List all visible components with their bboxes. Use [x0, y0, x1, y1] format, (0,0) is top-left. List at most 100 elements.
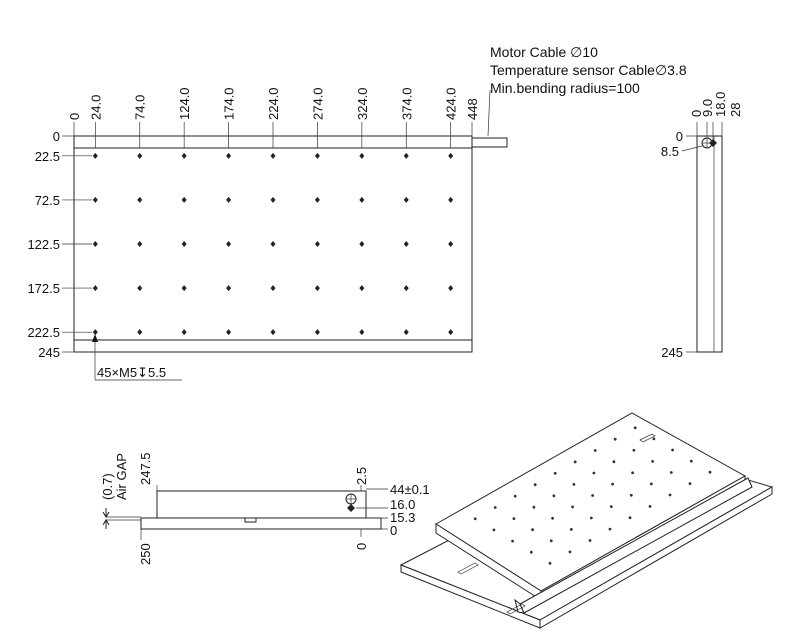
iso-hole-r2-c4 [591, 494, 594, 497]
side-x-dim-1: 9.0 [700, 99, 715, 117]
iso-hole-r1-c6 [612, 460, 616, 464]
mounting-hole-r2-c1 [137, 241, 143, 247]
mounting-hole-r0-c0 [92, 152, 98, 159]
side-x-dim-0: 0 [689, 110, 704, 117]
mounting-hole-r2-c0 [92, 241, 98, 247]
iso-hole-r2-c7 [651, 460, 654, 463]
iso-hole-r1-c3 [552, 494, 556, 498]
top-y-dim-label-6: 245 [38, 345, 60, 360]
front-right-dim-2: 15.3 [390, 510, 415, 525]
iso-hole-r4-c0 [548, 561, 552, 565]
mounting-hole-r1-c5 [314, 196, 320, 203]
mounting-hole-grid [92, 152, 454, 336]
front-view-magnet-track [140, 517, 382, 530]
top-x-dim-label-7: 324.0 [355, 87, 370, 120]
mounting-hole-r4-c1 [137, 329, 143, 336]
mounting-hole-r2-c6 [359, 241, 365, 247]
iso-hole-r1-c4 [572, 483, 576, 486]
iso-hole-r3-c6 [649, 482, 653, 486]
front-right-dim-1: 16.0 [390, 497, 415, 512]
front-view: 247.5 250 (0.7) Air GAP 2.5 0 44±0.1 16.… [100, 452, 430, 565]
mounting-hole-r1-c8 [448, 196, 454, 203]
motor-cable-note: Motor Cable ∅10 [490, 44, 598, 60]
top-x-dim-label-10: 448 [465, 98, 480, 120]
top-x-dim-label-6: 274.0 [310, 87, 325, 120]
top-x-dim-label-1: 24.0 [88, 95, 103, 120]
mounting-hole-r1-c0 [92, 196, 98, 203]
mounting-hole-r2-c7 [403, 241, 409, 247]
mounting-hole-r1-c4 [270, 196, 276, 203]
iso-base-slot-1 [457, 562, 479, 575]
mounting-hole-r2-c8 [448, 241, 454, 247]
mounting-hole-r0-c2 [181, 152, 187, 159]
iso-hole-r0-c2 [513, 494, 517, 498]
iso-hole-r3-c8 [689, 459, 693, 463]
front-top-offset: 2.5 [354, 467, 369, 485]
iso-hole-r4-c3 [608, 527, 612, 531]
iso-hole-grid [473, 426, 712, 565]
top-x-dim-label-3: 124.0 [177, 87, 192, 120]
mounting-hole-r2-c3 [226, 241, 232, 247]
top-y-dim-label-3: 122.5 [27, 237, 60, 252]
iso-hole-r1-c8 [652, 437, 656, 441]
mounting-hole-r4-c6 [359, 329, 365, 336]
mounting-hole-r0-c5 [314, 152, 320, 159]
iso-hole-r2-c8 [671, 448, 674, 452]
mounting-hole-r3-c4 [270, 285, 276, 292]
top-x-dim-label-9: 424.0 [444, 87, 459, 120]
front-right-dim-3: 0 [390, 523, 397, 538]
cable-leader-line [487, 89, 491, 137]
air-gap-label: Air GAP [114, 453, 129, 500]
mounting-hole-r4-c2 [181, 329, 187, 336]
front-view-center-notch [244, 517, 257, 523]
mounting-hole-r1-c7 [403, 196, 409, 203]
iso-hole-r4-c1 [568, 550, 572, 554]
air-gap-arrow-bottom [102, 519, 110, 529]
mounting-hole-r3-c2 [181, 285, 187, 292]
iso-hole-r1-c2 [532, 505, 536, 509]
iso-hole-r0-c5 [573, 460, 577, 464]
side-x-dim-2: 18.0 [713, 92, 728, 117]
top-y-dim-label-0: 0 [53, 129, 60, 144]
iso-hole-r0-c6 [593, 449, 597, 452]
mounting-hole-r4-c0 [92, 329, 98, 336]
mounting-hole-r4-c5 [314, 329, 320, 336]
iso-base-side [539, 486, 773, 629]
iso-hole-r4-c5 [648, 505, 652, 508]
top-y-dim-label-4: 172.5 [27, 281, 60, 296]
iso-hole-r4-c2 [588, 539, 592, 542]
iso-hole-r1-c7 [632, 448, 636, 452]
side-view-body [696, 135, 723, 353]
mounting-hole-r0-c7 [403, 152, 409, 159]
temp-cable-note: Temperature sensor Cable∅3.8 [490, 62, 687, 78]
iso-hole-r3-c4 [609, 505, 613, 508]
iso-hole-r4-c6 [668, 493, 672, 497]
front-left-bottom: 250 [138, 543, 153, 565]
side-x-dim-3: 28 [728, 103, 743, 117]
isometric-view [399, 412, 774, 629]
bending-radius-note: Min.bending radius=100 [490, 80, 640, 96]
iso-hole-r2-c0 [511, 539, 514, 543]
mounting-hole-r4-c8 [448, 329, 454, 336]
iso-hole-r3-c2 [569, 528, 573, 531]
iso-hole-r2-c3 [571, 505, 574, 509]
mounting-hole-r1-c3 [226, 196, 232, 203]
mounting-hole-r1-c6 [359, 196, 365, 203]
mounting-hole-r0-c1 [137, 152, 143, 159]
mounting-hole-r0-c6 [359, 152, 365, 159]
top-x-dim-label-0: 0 [67, 113, 82, 120]
iso-hole-r3-c0 [529, 550, 533, 554]
front-view-mover [156, 490, 367, 519]
mounting-hole-r0-c4 [270, 152, 276, 159]
iso-base-slot-3 [639, 433, 656, 443]
iso-cable-end [514, 598, 525, 614]
front-sensor-mark [347, 504, 355, 512]
iso-hole-r2-c1 [531, 528, 534, 532]
iso-hole-r1-c1 [512, 517, 516, 520]
mounting-hole-r2-c5 [314, 241, 320, 247]
iso-hole-r3-c7 [669, 471, 673, 474]
front-right-dim-0: 44±0.1 [390, 482, 430, 497]
